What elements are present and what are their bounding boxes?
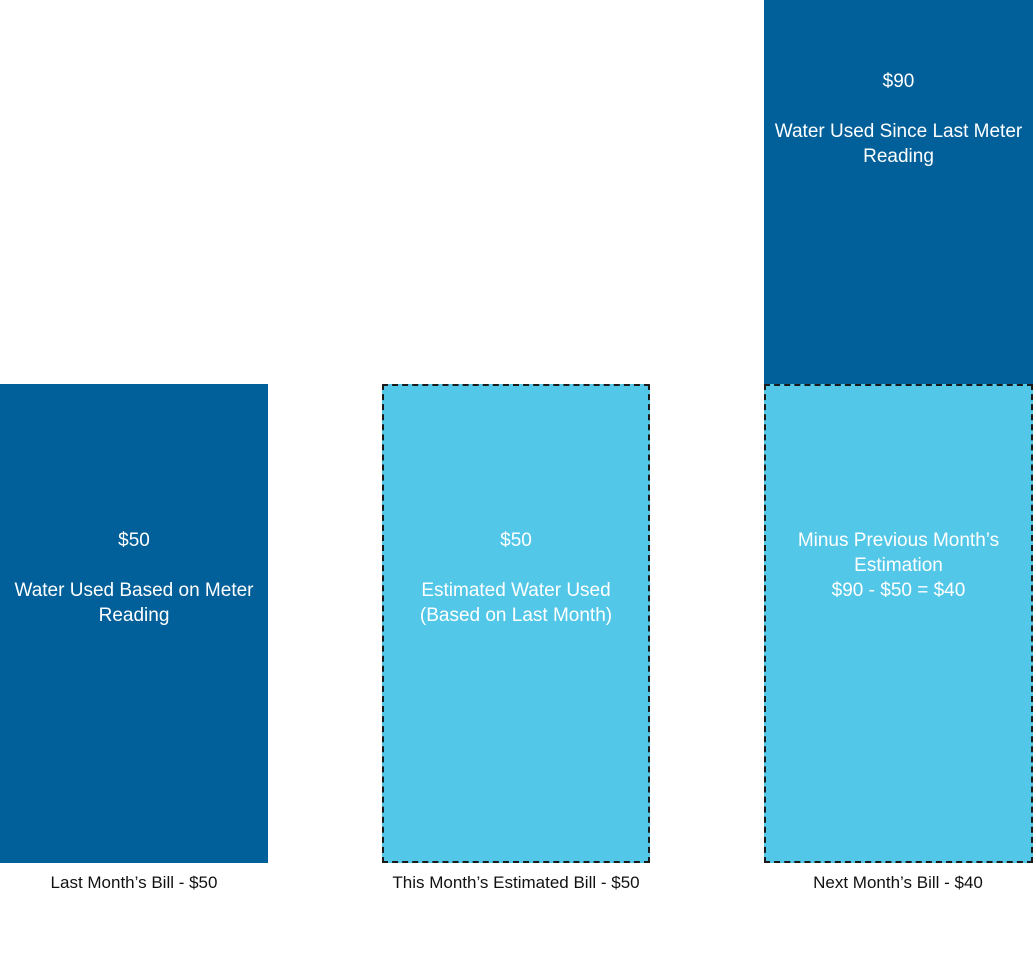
last-month-caption: Last Month’s Bill - $50 xyxy=(50,873,218,892)
last-month-usage-label: Water Used Based on Meter Reading xyxy=(14,580,254,626)
next-month-actual-label: Water Used Since Last Meter Reading xyxy=(774,121,1023,167)
this-month-amount: $50 xyxy=(500,530,532,551)
previous-estimate-label: Minus Previous Month’s Estimation xyxy=(797,530,1000,576)
deduction-calculation: $90 - $50 = $40 xyxy=(831,580,966,601)
previous-estimate-deduction-block: Minus Previous Month’s Estimation $90 - … xyxy=(764,384,1033,863)
next-month-actual-block: $90 Water Used Since Last Meter Reading xyxy=(764,0,1033,384)
this-month-estimate-block: $50 Estimated Water Used (Based on Last … xyxy=(382,384,650,863)
this-month-caption: This Month’s Estimated Bill - $50 xyxy=(392,873,640,892)
next-month-caption: Next Month’s Bill - $40 xyxy=(813,873,983,892)
next-month-actual-amount: $90 xyxy=(882,71,915,92)
this-month-estimate-label: Estimated Water Used (Based on Last Mont… xyxy=(419,580,613,626)
last-month-amount: $50 xyxy=(118,530,150,551)
last-month-usage-block: $50 Water Used Based on Meter Reading xyxy=(0,384,268,863)
